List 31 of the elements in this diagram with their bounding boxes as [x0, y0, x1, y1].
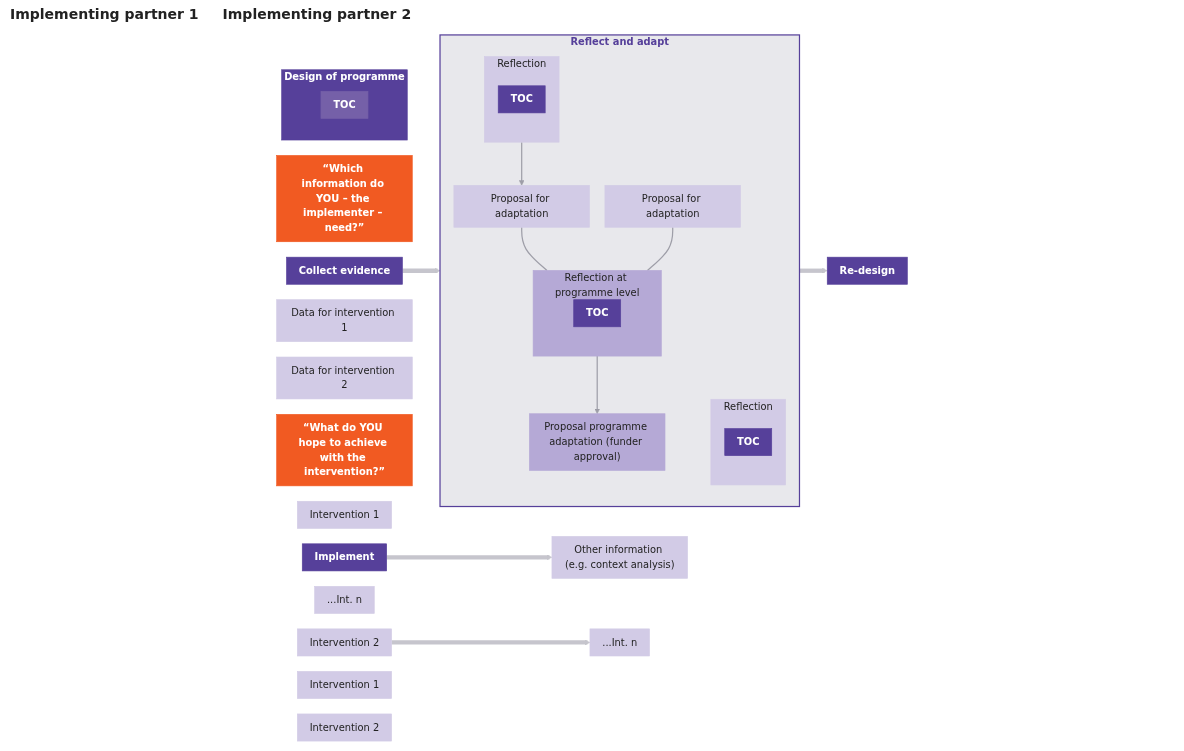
node-box: ...Int. n — [589, 628, 650, 657]
node-box: Intervention 2 — [297, 628, 392, 657]
partner-heading: Implementing partner 2 — [222, 6, 412, 22]
node-box: TOC — [497, 85, 546, 114]
node-box: TOC — [724, 428, 773, 456]
node-box: TOC — [573, 299, 622, 328]
node-box: Data for intervention 1 — [276, 299, 413, 342]
node-box: Proposal programme adaptation (funder approval) — [529, 413, 666, 471]
arrow — [402, 268, 441, 274]
arrow — [799, 268, 828, 274]
connector — [646, 226, 674, 272]
arrow — [519, 141, 525, 186]
node-box: Intervention 1 — [297, 671, 392, 699]
node-box: Proposal for adaptation — [604, 185, 741, 228]
node-box: Data for intervention 2 — [276, 356, 413, 400]
arrow — [386, 554, 553, 561]
node-box: Intervention 2 — [297, 713, 392, 742]
node-box: Proposal for adaptation — [453, 185, 590, 228]
node-box: “What do YOU hope to achieve with the intervention?” — [276, 414, 413, 487]
node-box: Other information (e.g. context analysis) — [551, 536, 688, 579]
node-box: TOC — [320, 91, 369, 119]
node-box: ...Int. n — [314, 586, 375, 614]
node-box: Intervention 1 — [297, 500, 392, 529]
node-box: Collect evidence — [286, 256, 403, 285]
node-box: Re-design — [826, 256, 908, 285]
partner-heading: Implementing partner 1 — [10, 6, 199, 22]
arrow — [594, 355, 600, 414]
connector — [521, 226, 548, 272]
node-box: “Which information do YOU – the implementer – need?” — [276, 155, 413, 243]
arrow — [391, 639, 591, 646]
node-box: Implement — [301, 543, 387, 572]
